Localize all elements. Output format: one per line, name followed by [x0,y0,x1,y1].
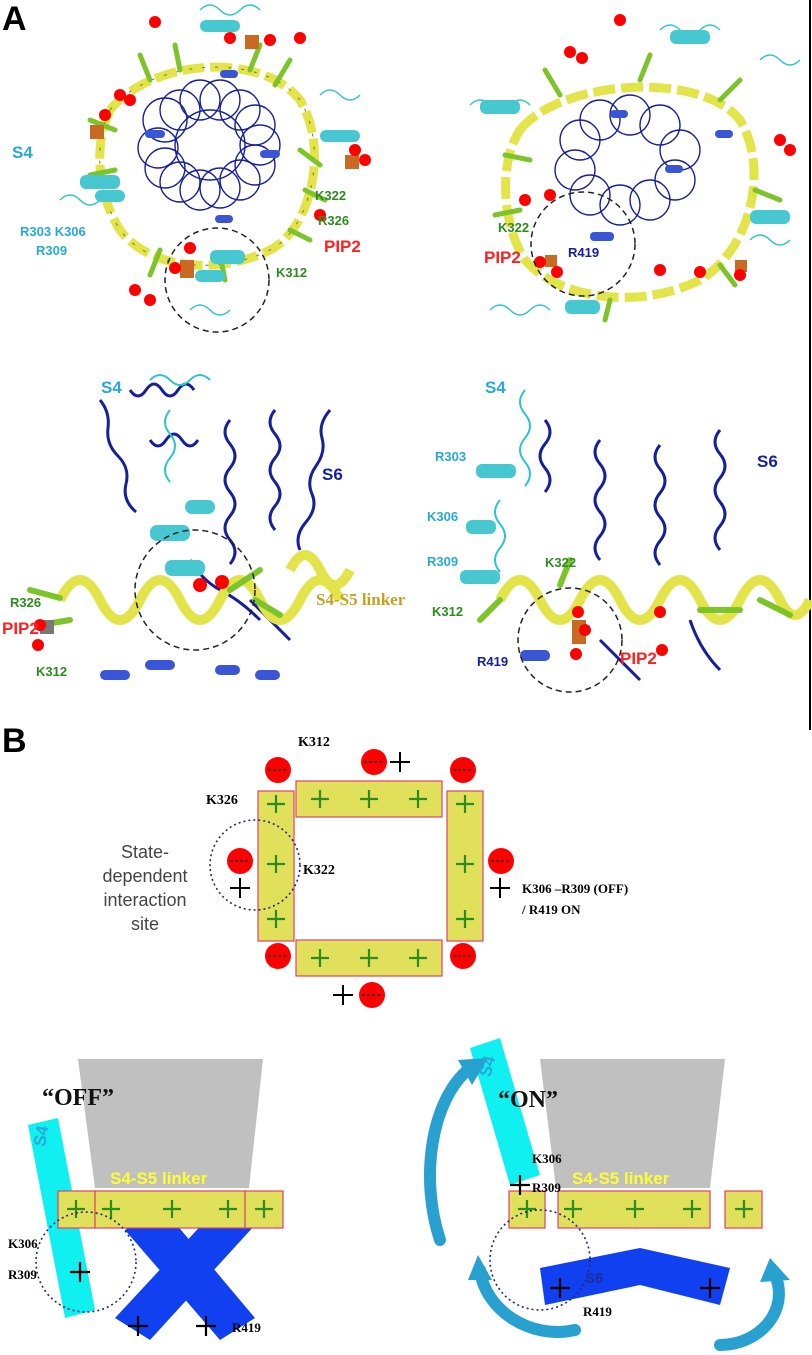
a-br-s4-label: S4 [485,378,506,397]
a-tl-k322-label: K322 [315,188,346,203]
a-bl-linker-label: S4-S5 linker [316,590,406,609]
a-tr-k322-label: K322 [498,220,529,235]
a-br-r303-label: R303 [435,449,466,464]
b-on-k306-label: K306 [532,1151,562,1166]
a-bl-s6-label: S6 [322,465,343,484]
b-off-k306-label: K306 [8,1236,38,1251]
a-br-k306-label: K306 [427,509,458,524]
b-k326-label: K326 [206,793,238,808]
b-on-r419-label: R419 [583,1304,612,1319]
b-site-line2: dependent [102,866,187,886]
b-site-line1: State- [121,842,169,862]
a-bl-k312-label: K312 [36,664,67,679]
a-br-k322-label: K322 [545,555,576,570]
b-on-linker-label: S4-S5 linker [572,1169,670,1188]
b-on-title: “ON” [498,1087,558,1113]
a-br-k312-label: K312 [432,604,463,619]
b-off-linker-label: S4-S5 linker [110,1169,208,1188]
a-tl-s4-label: S4 [12,143,33,162]
b-k312-label: K312 [298,735,330,750]
b-on-s6-label: S6 [585,1270,603,1287]
panel-a-letter: A [2,0,27,38]
b-on-s4-label: S4 [476,1053,500,1079]
a-bl-r326-label: R326 [10,595,41,610]
a-bl-s4-label: S4 [101,378,122,397]
b-on-r309-label: R309 [532,1180,561,1195]
a-tl-r309-label: R309 [36,243,67,258]
b-k322-label: K322 [303,863,335,878]
b-right-note-2: / R419 ON [521,902,581,917]
panel-b-letter: B [2,722,27,760]
b-off-s4-label: S4 [30,1124,52,1148]
a-br-r309-label: R309 [427,554,458,569]
b-off-state-schematic [28,1059,284,1340]
b-on-state-schematic [424,1038,790,1351]
a-br-s6-label: S6 [757,452,778,471]
a-tl-pip2-label: PIP2 [324,237,361,256]
b-site-line4: site [131,914,159,934]
a-tl-k312-label: K312 [276,265,307,280]
a-bl-pip2-label: PIP2 [2,619,39,638]
a-tl-r326-label: R326 [318,213,349,228]
a-br-pip2-label: PIP2 [620,649,657,668]
a-tr-r419-label: R419 [568,245,599,260]
a-top-right-structure [469,14,801,323]
a-bottom-right-structure [460,389,812,693]
b-off-r309-label: R309 [8,1267,37,1282]
a-tl-r303-k306-label: R303 K306 [20,224,86,239]
a-br-r419-label: R419 [477,654,508,669]
b-right-note-1: K306 –R309 (OFF) [522,881,628,896]
a-bottom-left-structure [27,374,355,680]
a-tr-pip2-label: PIP2 [484,248,521,267]
b-site-line3: interaction [103,890,186,910]
b-square-schematic [209,749,514,1008]
b-off-title: “OFF” [42,1085,114,1111]
a-top-left-structure [59,4,371,333]
b-site-caption: State- dependent interaction site [102,842,187,934]
b-off-r419-label: R419 [232,1320,261,1335]
